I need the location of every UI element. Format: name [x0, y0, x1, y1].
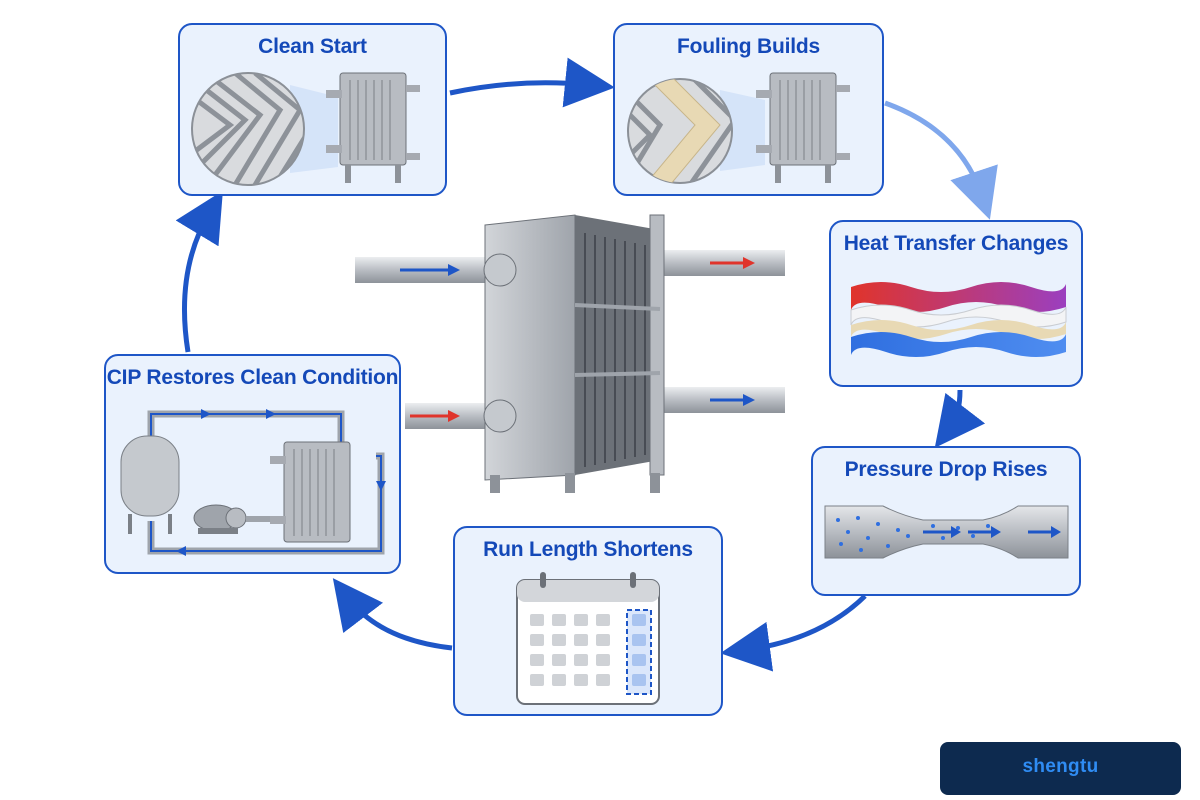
calendar-icon: [516, 572, 660, 705]
arrow-heat-to-pressure: [934, 389, 986, 448]
arrow-cip-to-clean: [175, 190, 223, 353]
stage-card-pressure-drop: Pressure Drop Rises: [811, 446, 1081, 596]
heat-transfer-layers-illustration: [850, 282, 1067, 357]
stage-card-fouling-builds: Fouling Builds: [613, 23, 884, 196]
cip-loop-illustration: [120, 409, 386, 556]
stage-card-run-length: Run Length Shortens: [453, 526, 723, 716]
arrow-run-to-cip: [332, 578, 453, 651]
arrow-fouling-to-heat: [884, 100, 998, 220]
stage-title: Clean Start: [258, 35, 367, 58]
brand-logo-text: shengtu: [1022, 756, 1099, 777]
stage-title: Pressure Drop Rises: [844, 458, 1048, 481]
stage-title: CIP Restores Clean Condition: [106, 366, 399, 389]
stage-card-heat-transfer: Heat Transfer Changes: [829, 220, 1083, 387]
clean-plate-illustration: [191, 72, 420, 186]
central-heat-exchanger: [355, 214, 785, 493]
fouling-plate-illustration: [627, 72, 850, 184]
stage-title: Heat Transfer Changes: [843, 232, 1069, 255]
stage-card-cip: CIP Restores Clean Condition: [104, 354, 401, 574]
arrow-clean-to-fouling: [449, 57, 615, 108]
stage-title: Fouling Builds: [676, 35, 820, 58]
arrow-pressure-to-run: [720, 594, 867, 672]
brand-logo: shengtu: [940, 742, 1181, 795]
stage-title: Run Length Shortens: [483, 538, 693, 561]
pipe-constriction-illustration: [824, 505, 1069, 559]
cip-tank-icon: [120, 435, 180, 517]
stage-card-clean-start: Clean Start: [178, 23, 447, 196]
